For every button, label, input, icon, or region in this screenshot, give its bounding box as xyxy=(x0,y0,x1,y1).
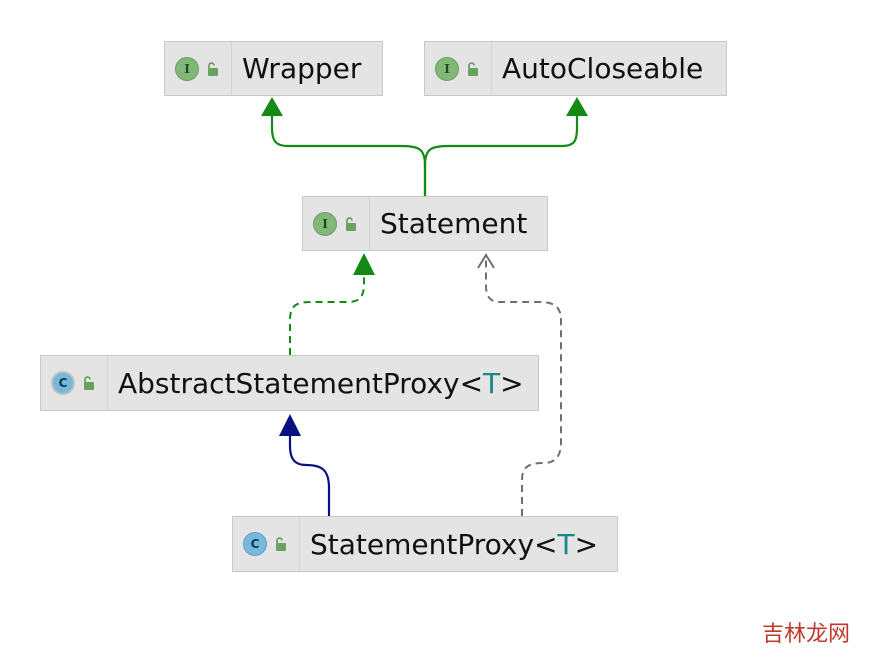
class-name: AbstractStatementProxy xyxy=(118,366,460,400)
unlocked-padlock-icon xyxy=(273,536,289,552)
type-parameter: T xyxy=(557,527,575,561)
edge-statementproxy-statement xyxy=(485,256,562,516)
node-abstract-statement-proxy[interactable]: C AbstractStatementProxy<T> xyxy=(40,355,539,411)
class-badge-icon: C xyxy=(243,532,267,556)
type-open: < xyxy=(459,366,484,400)
unlocked-padlock-icon xyxy=(343,216,359,232)
abstract-class-badge-icon: C xyxy=(51,371,75,395)
arrowhead-abstractproxy xyxy=(279,414,301,436)
class-name: StatementProxy xyxy=(310,527,535,561)
edge-statement-wrapper xyxy=(270,114,427,196)
node-icons: I xyxy=(425,42,492,95)
edge-abstractproxy-statement xyxy=(289,272,365,355)
type-close: > xyxy=(500,366,524,400)
node-icons: I xyxy=(165,42,232,95)
unlocked-padlock-icon xyxy=(81,375,97,391)
node-icons: C xyxy=(233,517,300,571)
type-close: > xyxy=(574,527,599,561)
node-statement[interactable]: I Statement xyxy=(302,196,548,251)
node-label: AbstractStatementProxy<T> xyxy=(108,367,524,400)
node-wrapper[interactable]: I Wrapper xyxy=(164,41,383,96)
arrowhead-statement-open xyxy=(477,253,495,269)
arrowhead-autocloseable xyxy=(566,97,588,116)
type-open: < xyxy=(534,527,558,561)
interface-badge-icon: I xyxy=(313,211,337,236)
node-autocloseable[interactable]: I AutoCloseable xyxy=(424,41,727,96)
interface-badge-icon: I xyxy=(175,56,199,81)
unlocked-padlock-icon xyxy=(205,61,221,77)
node-label: StatementProxy<T> xyxy=(300,528,598,561)
interface-badge-icon: I xyxy=(435,56,459,81)
edge-statementproxy-abstractproxy xyxy=(288,433,331,516)
type-parameter: T xyxy=(483,366,501,400)
node-label: Statement xyxy=(380,207,528,240)
node-label: Wrapper xyxy=(242,52,362,85)
node-icons: I xyxy=(303,197,370,250)
watermark: 吉林龙网 xyxy=(761,622,850,647)
node-icons: C xyxy=(41,356,108,410)
arrowhead-wrapper xyxy=(261,97,283,116)
node-statement-proxy[interactable]: C StatementProxy<T> xyxy=(232,516,618,572)
arrowhead-statement-green xyxy=(353,253,375,275)
unlocked-padlock-icon xyxy=(465,61,481,77)
edge-statement-autocloseable xyxy=(423,114,579,196)
node-label: AutoCloseable xyxy=(502,52,704,85)
